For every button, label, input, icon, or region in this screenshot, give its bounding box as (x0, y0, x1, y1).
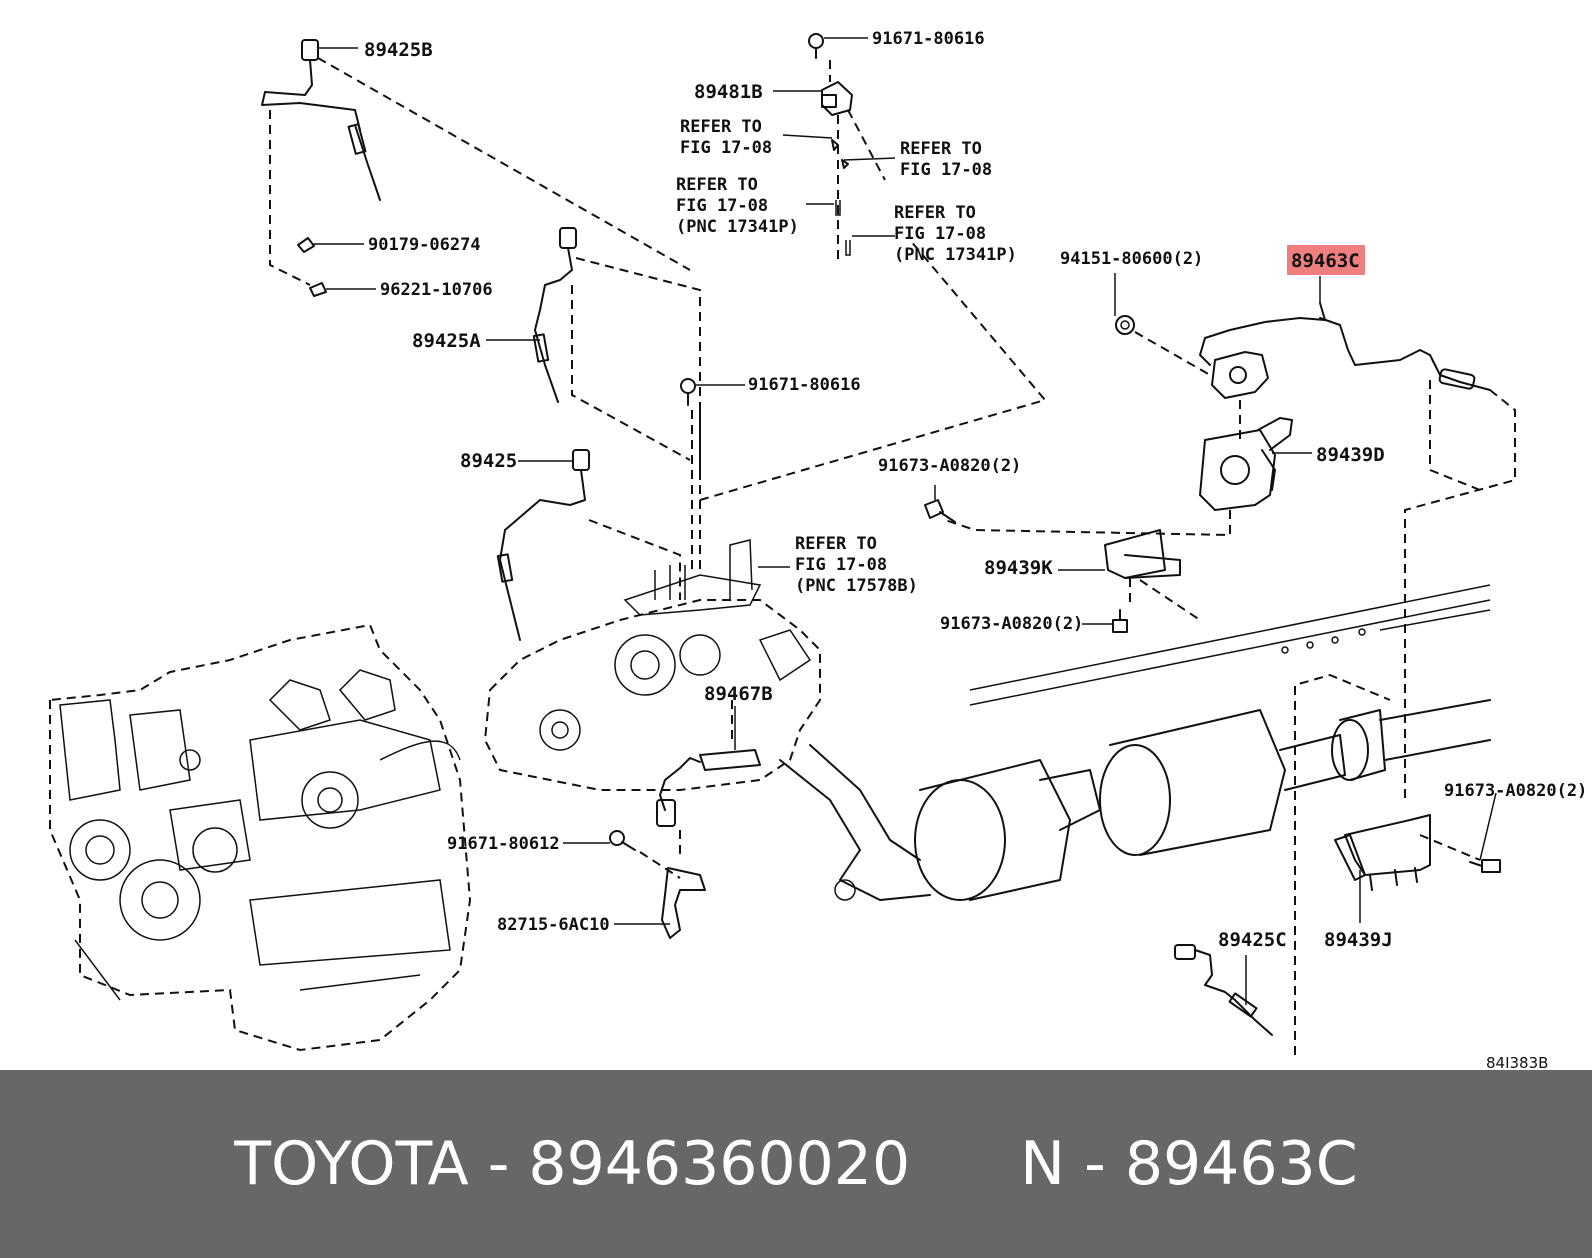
refer3-line3: (PNC 17341P) (676, 217, 799, 237)
clip-96221-drawing (309, 282, 327, 297)
footer-bar: TOYOTA - 8946360020 N - 89463C (0, 1070, 1592, 1258)
bracket-82715-drawing (661, 867, 706, 939)
label-91673-A0820-a: 91673-A0820(2) (878, 456, 1021, 476)
leader-lines (312, 37, 1497, 1005)
refer1-line2: FIG 17-08 (680, 138, 772, 158)
bolt-91671-80612-drawing (609, 830, 681, 879)
label-96221-10706: 96221-10706 (380, 280, 493, 300)
footer-diagram-reference: N - 89463C (1020, 1129, 1358, 1199)
label-89425: 89425 (460, 450, 517, 472)
label-91671-80616-mid: 91671-80616 (748, 375, 861, 395)
sensor-89425-drawing (496, 239, 1047, 641)
bracket-89439D-drawing (944, 417, 1293, 537)
label-82715-6AC10: 82715-6AC10 (497, 915, 610, 935)
refer4-line2: FIG 17-08 (894, 224, 986, 244)
label-91673-A0820-b: 91673-A0820(2) (940, 614, 1083, 634)
exhaust-pipe-drawing (779, 699, 1491, 901)
footer-part-number: TOYOTA - 8946360020 (234, 1129, 911, 1199)
refer4-line3: (PNC 17341P) (894, 245, 1017, 265)
sensor-89463C-drawing (1199, 302, 1516, 800)
refer3-line1: REFER TO (676, 175, 758, 195)
refer2-line2: FIG 17-08 (900, 160, 992, 180)
bracket-89439J-drawing (1334, 814, 1481, 891)
bracket-89439K-drawing (1104, 529, 1201, 621)
label-89463C: 89463C (1291, 250, 1360, 272)
refer5-line2: FIG 17-08 (795, 555, 887, 575)
refer5-line3: (PNC 17578B) (795, 576, 918, 596)
bolt-91671-mid-drawing (680, 378, 701, 575)
refer4-line1: REFER TO (894, 203, 976, 223)
highlight-89463C (1287, 245, 1365, 275)
refer2-line1: REFER TO (900, 139, 982, 159)
label-89467B: 89467B (704, 683, 773, 705)
nut-90179-drawing (297, 237, 315, 253)
label-91671-80612: 91671-80612 (447, 834, 560, 854)
refer5-line1: REFER TO (795, 534, 877, 554)
sensor-89481B-drawing (821, 60, 886, 260)
exhaust-manifold-drawing (483, 539, 821, 791)
refer3-line2: FIG 17-08 (676, 196, 768, 216)
bolt-91673-c-drawing (1469, 859, 1501, 873)
frame-rail-drawing (969, 584, 1491, 706)
label-94151-80600: 94151-80600(2) (1060, 249, 1203, 269)
bolt-91673-a-drawing (924, 499, 956, 523)
sensor-89425C-drawing (1174, 673, 1391, 1055)
bolt-91671-top-drawing (808, 33, 824, 59)
label-89481B: 89481B (694, 81, 763, 103)
sensor-89425A-drawing (532, 227, 701, 480)
label-89425C: 89425C (1218, 929, 1287, 951)
figure-code: 84I383B (1486, 1054, 1548, 1070)
refer1-line1: REFER TO (680, 117, 762, 137)
label-89425B: 89425B (364, 39, 433, 61)
engine-block-drawing (49, 623, 472, 1052)
footer-caption: TOYOTA - 8946360020 N - 89463C (0, 1070, 1592, 1258)
sensor-89467B-drawing (656, 700, 761, 860)
bolt-91673-b-drawing (1112, 609, 1128, 633)
label-89439D: 89439D (1316, 444, 1385, 466)
label-89439K: 89439K (984, 557, 1053, 579)
label-91673-A0820-c: 91673-A0820(2) (1444, 781, 1587, 801)
label-90179-06274: 90179-06274 (368, 235, 481, 255)
sensor-89425B-drawing (261, 39, 691, 286)
part-labels: 89425B 91671-80616 89481B REFER TO FIG 1… (364, 29, 1587, 1070)
label-91671-80616-top: 91671-80616 (872, 29, 985, 49)
label-89425A: 89425A (412, 330, 481, 352)
parts-diagram: 89425B 91671-80616 89481B REFER TO FIG 1… (49, 29, 1588, 1070)
label-89439J: 89439J (1324, 929, 1393, 951)
nut-94151-drawing (1115, 315, 1211, 376)
